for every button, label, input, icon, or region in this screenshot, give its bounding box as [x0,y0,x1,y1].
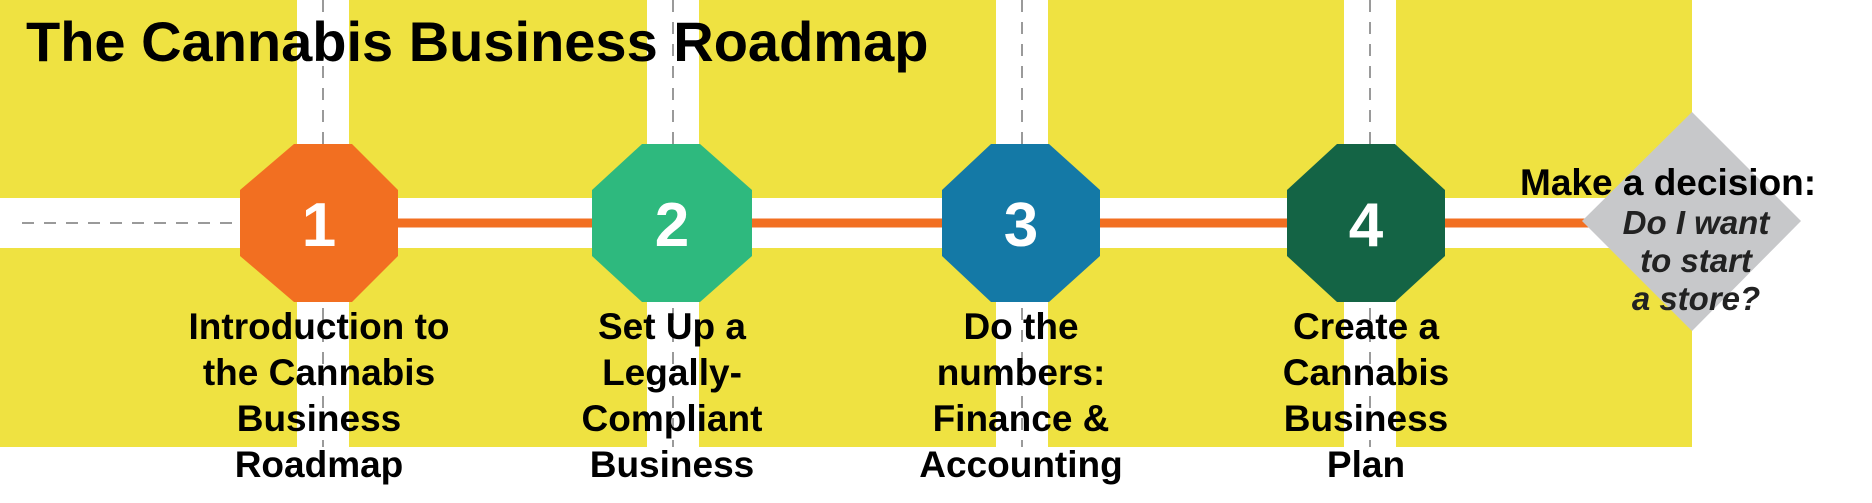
decision-question-line: a store? [1631,280,1761,317]
decision-question: Do I want to start a store? [1546,204,1846,318]
step-1-number: 1 [302,191,336,260]
step-3-number: 3 [1004,191,1038,260]
step-2-label-line: Compliant [581,398,763,439]
step-1-label: Introduction to the Cannabis Business Ro… [139,304,499,488]
step-4-label-line: Business [1283,398,1449,439]
step-2-label: Set Up a Legally- Compliant Business [492,304,852,488]
step-3-label-line: numbers: [936,352,1106,393]
step-1-octagon [240,144,398,302]
step-1-label-line: the Cannabis [202,352,436,393]
step-4: 4 [1287,144,1445,302]
step-3-label-line: Finance & [932,398,1110,439]
step-4-label-line: Plan [1326,444,1406,485]
decision-diamond [1582,112,1801,331]
step-3-label-line: Accounting [919,444,1123,485]
step-4-label-line: Create a [1292,306,1440,347]
step-2-label-line: Legally- [602,352,742,393]
decision-question-line: to start [1640,242,1752,279]
step-1-label-line: Roadmap [234,444,404,485]
step-4-number: 4 [1349,191,1384,260]
step-1: 1 [240,144,398,302]
step-3: 3 [942,144,1100,302]
step-3-label-line: Do the [963,306,1079,347]
decision-question-line: Do I want [1622,204,1770,241]
page-title: The Cannabis Business Roadmap [26,10,929,73]
step-4-label-line: Cannabis [1282,352,1450,393]
step-2-label-line: Business [589,444,755,485]
step-4-octagon [1287,144,1445,302]
step-2: 2 [592,144,752,302]
step-2-octagon [592,144,752,302]
step-4-label: Create a Cannabis Business Plan [1186,304,1546,488]
step-1-label-line: Business [236,398,402,439]
step-3-octagon [942,144,1100,302]
step-2-number: 2 [655,191,689,260]
step-2-label-line: Set Up a [597,306,747,347]
step-3-label: Do the numbers: Finance & Accounting [841,304,1201,488]
step-1-label-line: Introduction to [188,306,450,347]
decision-heading: Make a decision: [1520,162,1817,203]
